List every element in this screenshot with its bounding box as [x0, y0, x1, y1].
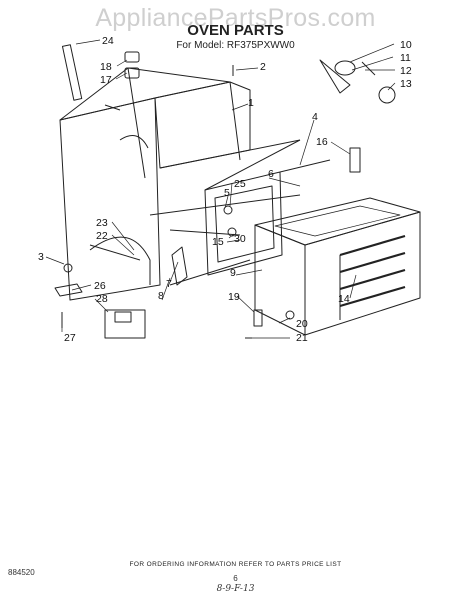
callout-4: 4 — [312, 111, 318, 123]
callout-13: 13 — [400, 78, 412, 90]
callout-22: 22 — [96, 230, 108, 242]
callout-10: 10 — [400, 39, 412, 51]
callout-15: 15 — [212, 236, 224, 248]
callout-7: 7 — [166, 278, 172, 290]
callout-8: 8 — [158, 290, 164, 302]
page-title: OVEN PARTS — [187, 22, 284, 39]
callout-14: 14 — [338, 293, 350, 305]
callout-17: 17 — [100, 74, 112, 86]
callout-28: 28 — [96, 293, 108, 305]
callout-11: 11 — [400, 52, 411, 64]
callout-6: 6 — [268, 168, 274, 180]
oven-chassis — [59, 67, 301, 301]
callout-3: 3 — [38, 251, 44, 263]
callout-21: 21 — [296, 332, 308, 344]
callout-12: 12 — [400, 65, 412, 77]
model-subtitle: For Model: RF375PXWW0 — [176, 40, 295, 51]
callout-27: 27 — [64, 332, 76, 344]
document-code: 884520 — [8, 568, 35, 577]
callout-23: 23 — [96, 217, 108, 229]
callout-20: 20 — [296, 318, 308, 330]
leader-lines — [45, 39, 396, 339]
callout-16: 16 — [316, 136, 328, 148]
small-parts — [54, 44, 396, 339]
callout-19: 19 — [228, 291, 240, 303]
callout-5: 5 — [224, 187, 230, 199]
callout-25: 25 — [234, 178, 246, 190]
callout-2: 2 — [260, 61, 266, 73]
page-number: 6 — [233, 574, 238, 583]
callout-labels: 1 2 3 4 5 6 7 8 9 10 11 12 13 14 15 16 1… — [38, 35, 412, 344]
handwritten-mark: 8-9-F-13 — [216, 584, 255, 594]
callout-26: 26 — [94, 280, 106, 292]
callout-1: 1 — [248, 97, 254, 109]
callout-9: 9 — [230, 267, 236, 279]
oven-cavity — [254, 197, 421, 336]
door-frame — [204, 139, 331, 276]
callout-24: 24 — [102, 35, 114, 47]
callout-30: 30 — [234, 233, 246, 245]
callout-18: 18 — [100, 61, 112, 73]
ordering-note: FOR ORDERING INFORMATION REFER TO PARTS … — [129, 561, 342, 568]
watermark-text: AppliancePartsPros.com — [95, 4, 376, 32]
